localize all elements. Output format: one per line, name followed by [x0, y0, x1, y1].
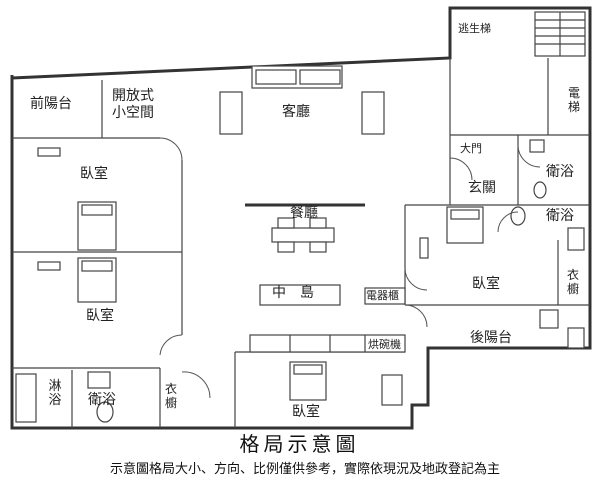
- bathroom-fixtures: [15, 139, 585, 423]
- interior-walls: [12, 58, 590, 428]
- appliance-cabinet-label: 電器櫃: [366, 289, 399, 302]
- elevator-label: 電 梯: [567, 86, 580, 114]
- closet-bottom-label: 衣 櫥: [164, 382, 177, 410]
- closet-right-label: 衣 櫥: [566, 268, 579, 296]
- foyer-label: 玄關: [468, 180, 496, 196]
- desks: [37, 147, 429, 406]
- dish-dryer-label: 烘碗機: [368, 338, 401, 351]
- island: [259, 284, 341, 306]
- stairs: [534, 11, 586, 57]
- dining-table: [245, 203, 365, 253]
- outer-walls: [10, 6, 592, 430]
- rear-balcony-label: 後陽台: [470, 330, 512, 346]
- bedroom-mid-left-label: 臥室: [86, 308, 114, 324]
- main-door-label: 大門: [460, 142, 482, 155]
- bath-top-right-label: 衛浴: [546, 164, 574, 180]
- dining-room-label: 餐廳: [290, 205, 318, 221]
- doors: [159, 137, 541, 399]
- shower-bath-label: 淋 浴: [48, 379, 62, 408]
- plan-title: 格局示意圖: [239, 432, 360, 456]
- beds: [77, 201, 484, 401]
- living-room-label: 客廳: [282, 104, 310, 120]
- escape-stairs-label: 逃生梯: [458, 22, 491, 35]
- sofa-set: [219, 65, 385, 135]
- bath-mid-right-label: 衛浴: [546, 208, 574, 224]
- bedroom-bottom-label: 臥室: [292, 404, 320, 420]
- bedroom-top-left-label: 臥室: [80, 166, 108, 182]
- kitchen-counter: [249, 287, 406, 353]
- island-label: 中 島: [272, 285, 314, 301]
- plan-disclaimer: 示意圖格局大小、方向、比例僅供參考，實際依現況及地政登記為主: [110, 462, 501, 477]
- open-space-label: 開放式 小空間: [112, 88, 154, 121]
- bath-bottom-left-label: 衛浴: [88, 392, 116, 408]
- bedroom-right-label: 臥室: [472, 276, 500, 292]
- front-balcony-label: 前陽台: [30, 96, 72, 112]
